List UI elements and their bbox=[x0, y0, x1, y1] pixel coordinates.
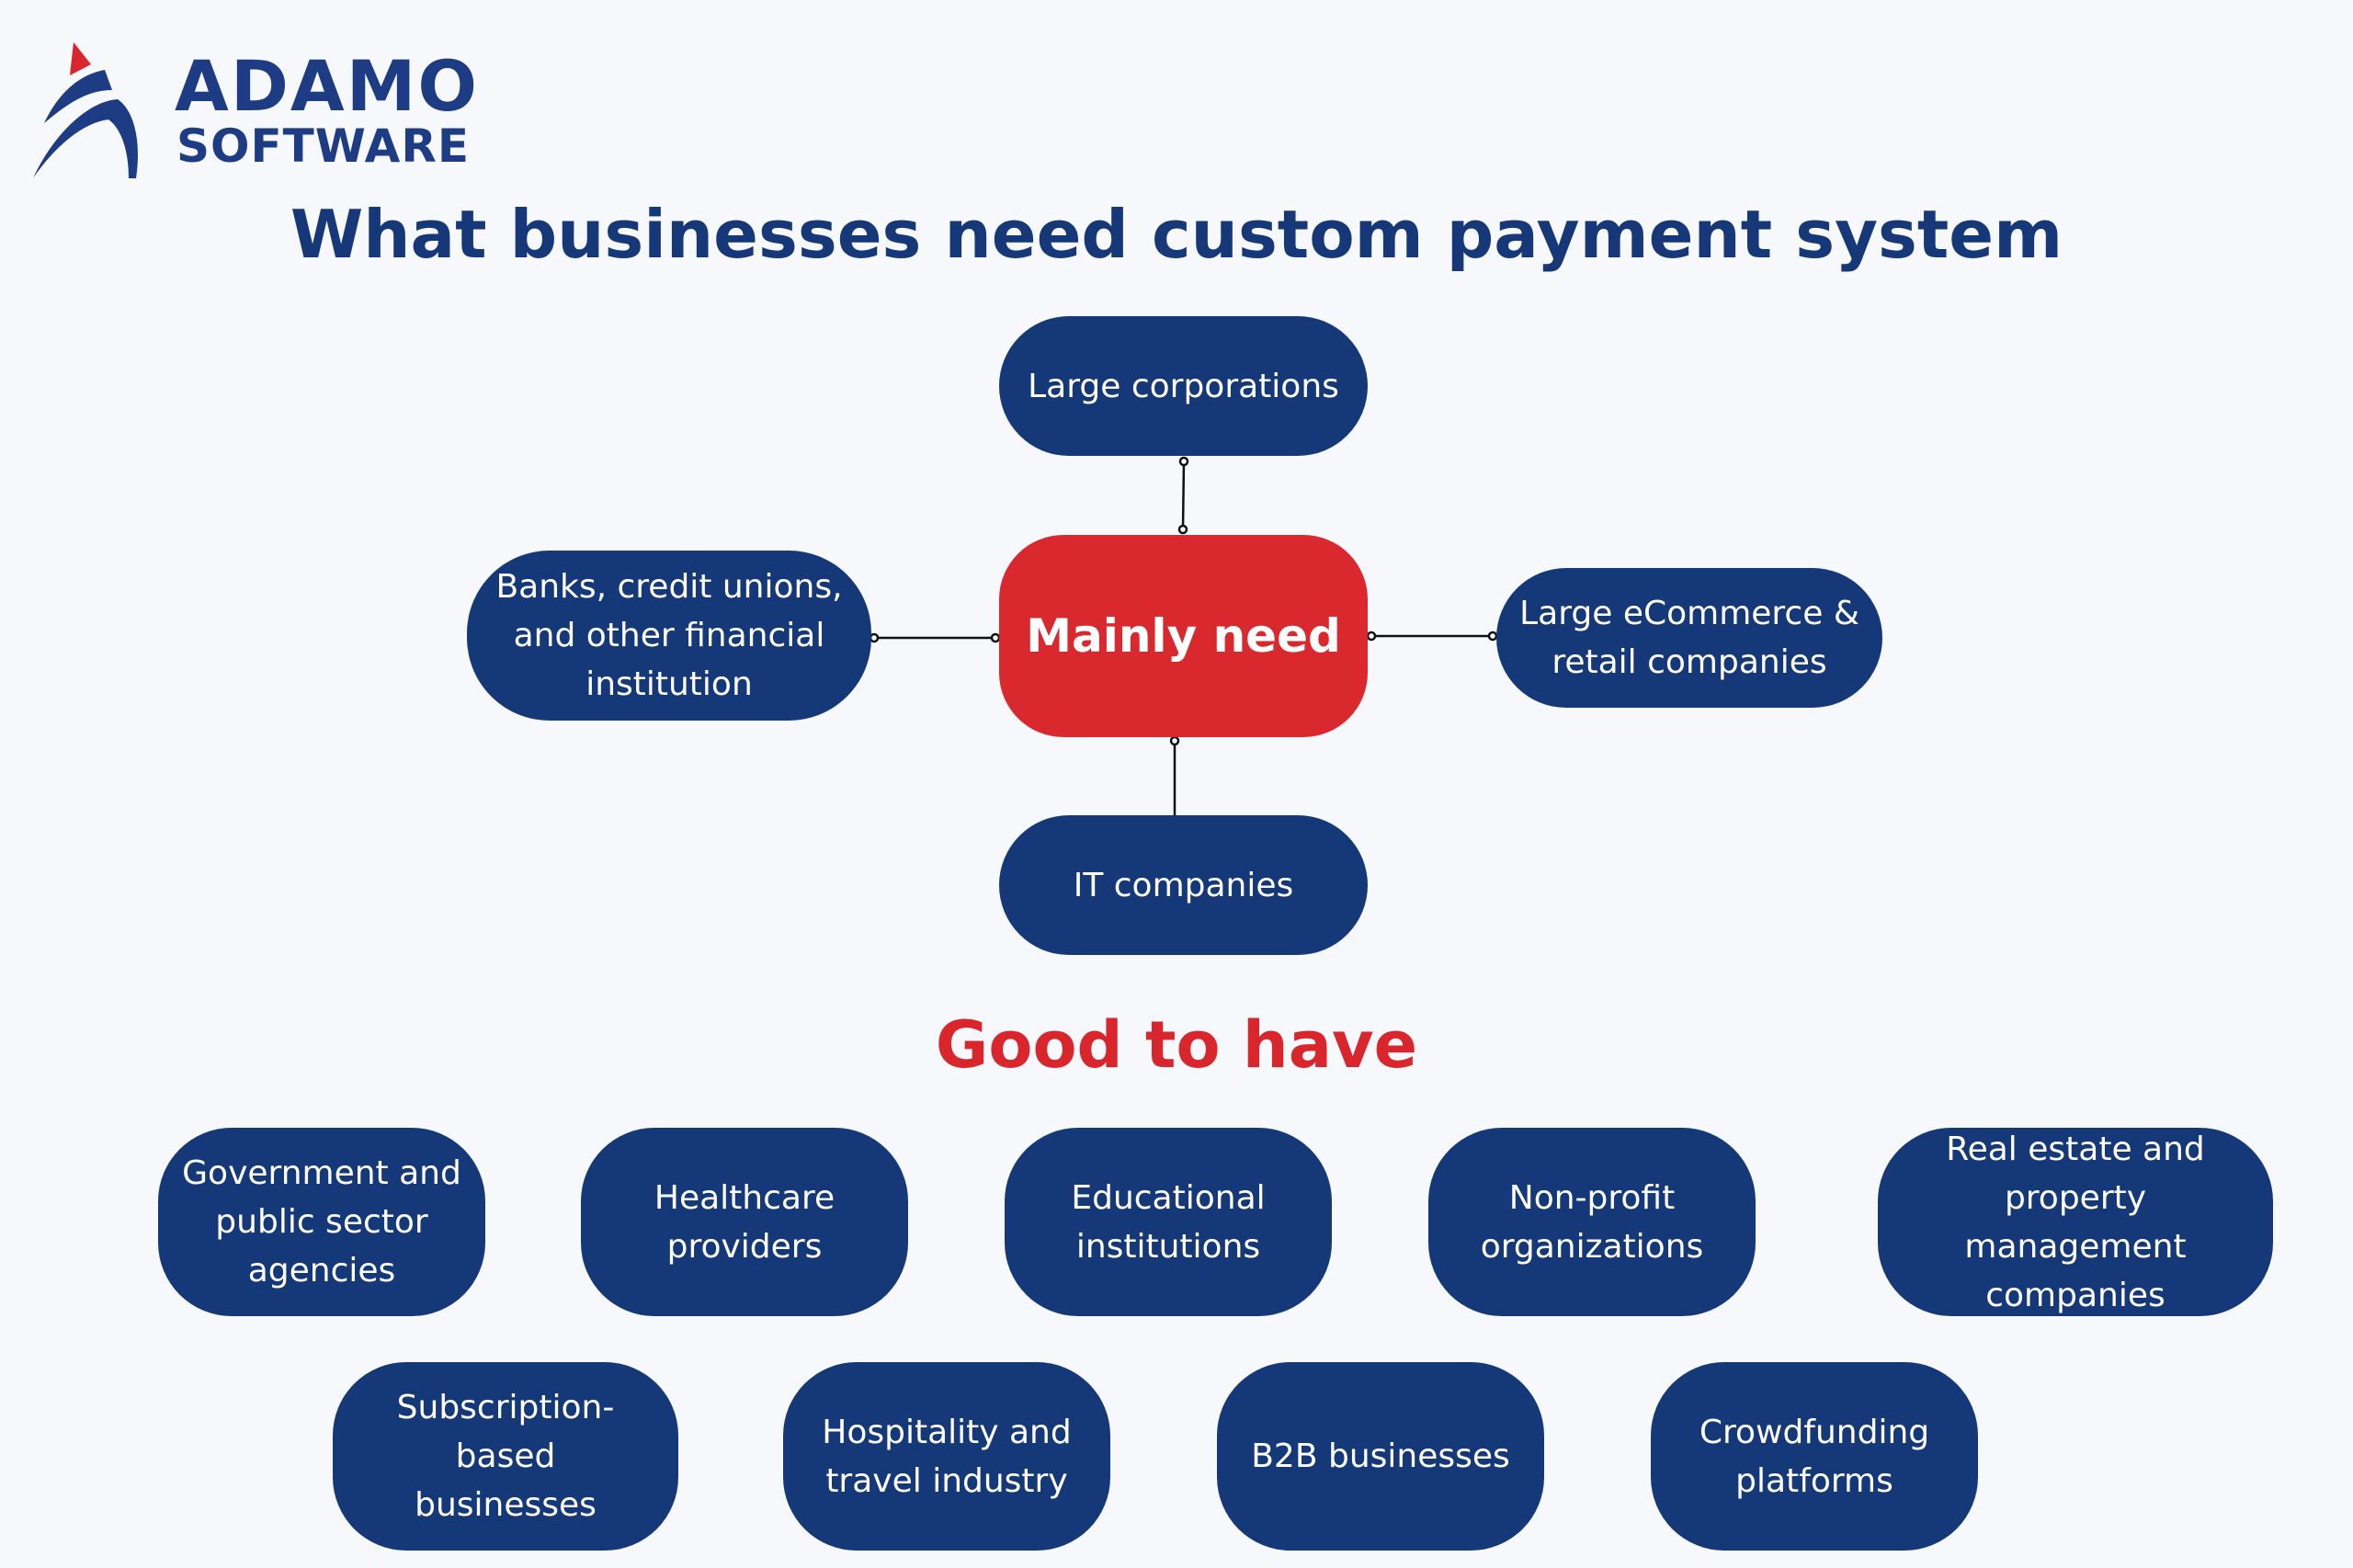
node-label: B2B businesses bbox=[1251, 1437, 1510, 1475]
node-government: Government and public sector agencies bbox=[158, 1128, 485, 1316]
node-label: Government and public sector agencies bbox=[182, 1154, 461, 1290]
logo-wordmark-primary: ADAMO bbox=[175, 45, 479, 127]
node-label: IT companies bbox=[1073, 866, 1294, 904]
connector-dot bbox=[1178, 456, 1189, 467]
node-label: Large eCommerce & retail companies bbox=[1519, 595, 1859, 681]
connector-dot bbox=[1169, 735, 1180, 746]
node-label: Banks, credit unions, and other financia… bbox=[495, 568, 843, 703]
node-non-profit: Non-profit organizations bbox=[1428, 1128, 1756, 1316]
connector-dot bbox=[990, 632, 1001, 643]
node-large-corporations: Large corporations bbox=[999, 316, 1368, 456]
connector-top bbox=[1181, 460, 1186, 530]
node-label: Educational institutions bbox=[1071, 1178, 1266, 1266]
logo-mark-icon bbox=[33, 42, 138, 178]
node-label: Non-profit organizations bbox=[1480, 1178, 1704, 1266]
node-label: Healthcare providers bbox=[654, 1178, 835, 1266]
center-node-label: Mainly need bbox=[1026, 608, 1341, 663]
mainly-need-center-node: Mainly need bbox=[999, 535, 1368, 737]
connector-dot bbox=[869, 632, 880, 643]
node-b2b: B2B businesses bbox=[1217, 1362, 1544, 1551]
node-hospitality: Hospitality and travel industry bbox=[783, 1362, 1110, 1551]
node-crowdfunding: Crowdfunding platforms bbox=[1651, 1362, 1978, 1551]
good-to-have-heading: Good to have bbox=[935, 1007, 1418, 1083]
node-label: Real estate and property management comp… bbox=[1946, 1130, 2205, 1314]
connector-dot bbox=[1177, 524, 1188, 535]
node-label: Crowdfunding platforms bbox=[1699, 1413, 1930, 1500]
page-title: What businesses need custom payment syst… bbox=[290, 196, 2063, 273]
connector-dot bbox=[1487, 631, 1498, 642]
node-it-companies: IT companies bbox=[999, 815, 1368, 955]
node-educational: Educational institutions bbox=[1005, 1128, 1332, 1316]
connector-dot bbox=[1366, 631, 1377, 642]
node-label: Hospitality and travel industry bbox=[822, 1413, 1072, 1500]
node-healthcare: Healthcare providers bbox=[581, 1128, 908, 1316]
company-logo: ADAMO SOFTWARE bbox=[33, 40, 529, 187]
node-label: Subscription-based businesses bbox=[396, 1389, 615, 1524]
node-banks-financial: Banks, credit unions, and other financia… bbox=[467, 551, 871, 721]
node-label: Large corporations bbox=[1028, 367, 1339, 405]
node-subscription: Subscription-based businesses bbox=[333, 1362, 678, 1551]
node-real-estate: Real estate and property management comp… bbox=[1878, 1128, 2273, 1316]
logo-wordmark-secondary: SOFTWARE bbox=[176, 119, 471, 173]
node-ecommerce-retail: Large eCommerce & retail companies bbox=[1496, 568, 1882, 708]
